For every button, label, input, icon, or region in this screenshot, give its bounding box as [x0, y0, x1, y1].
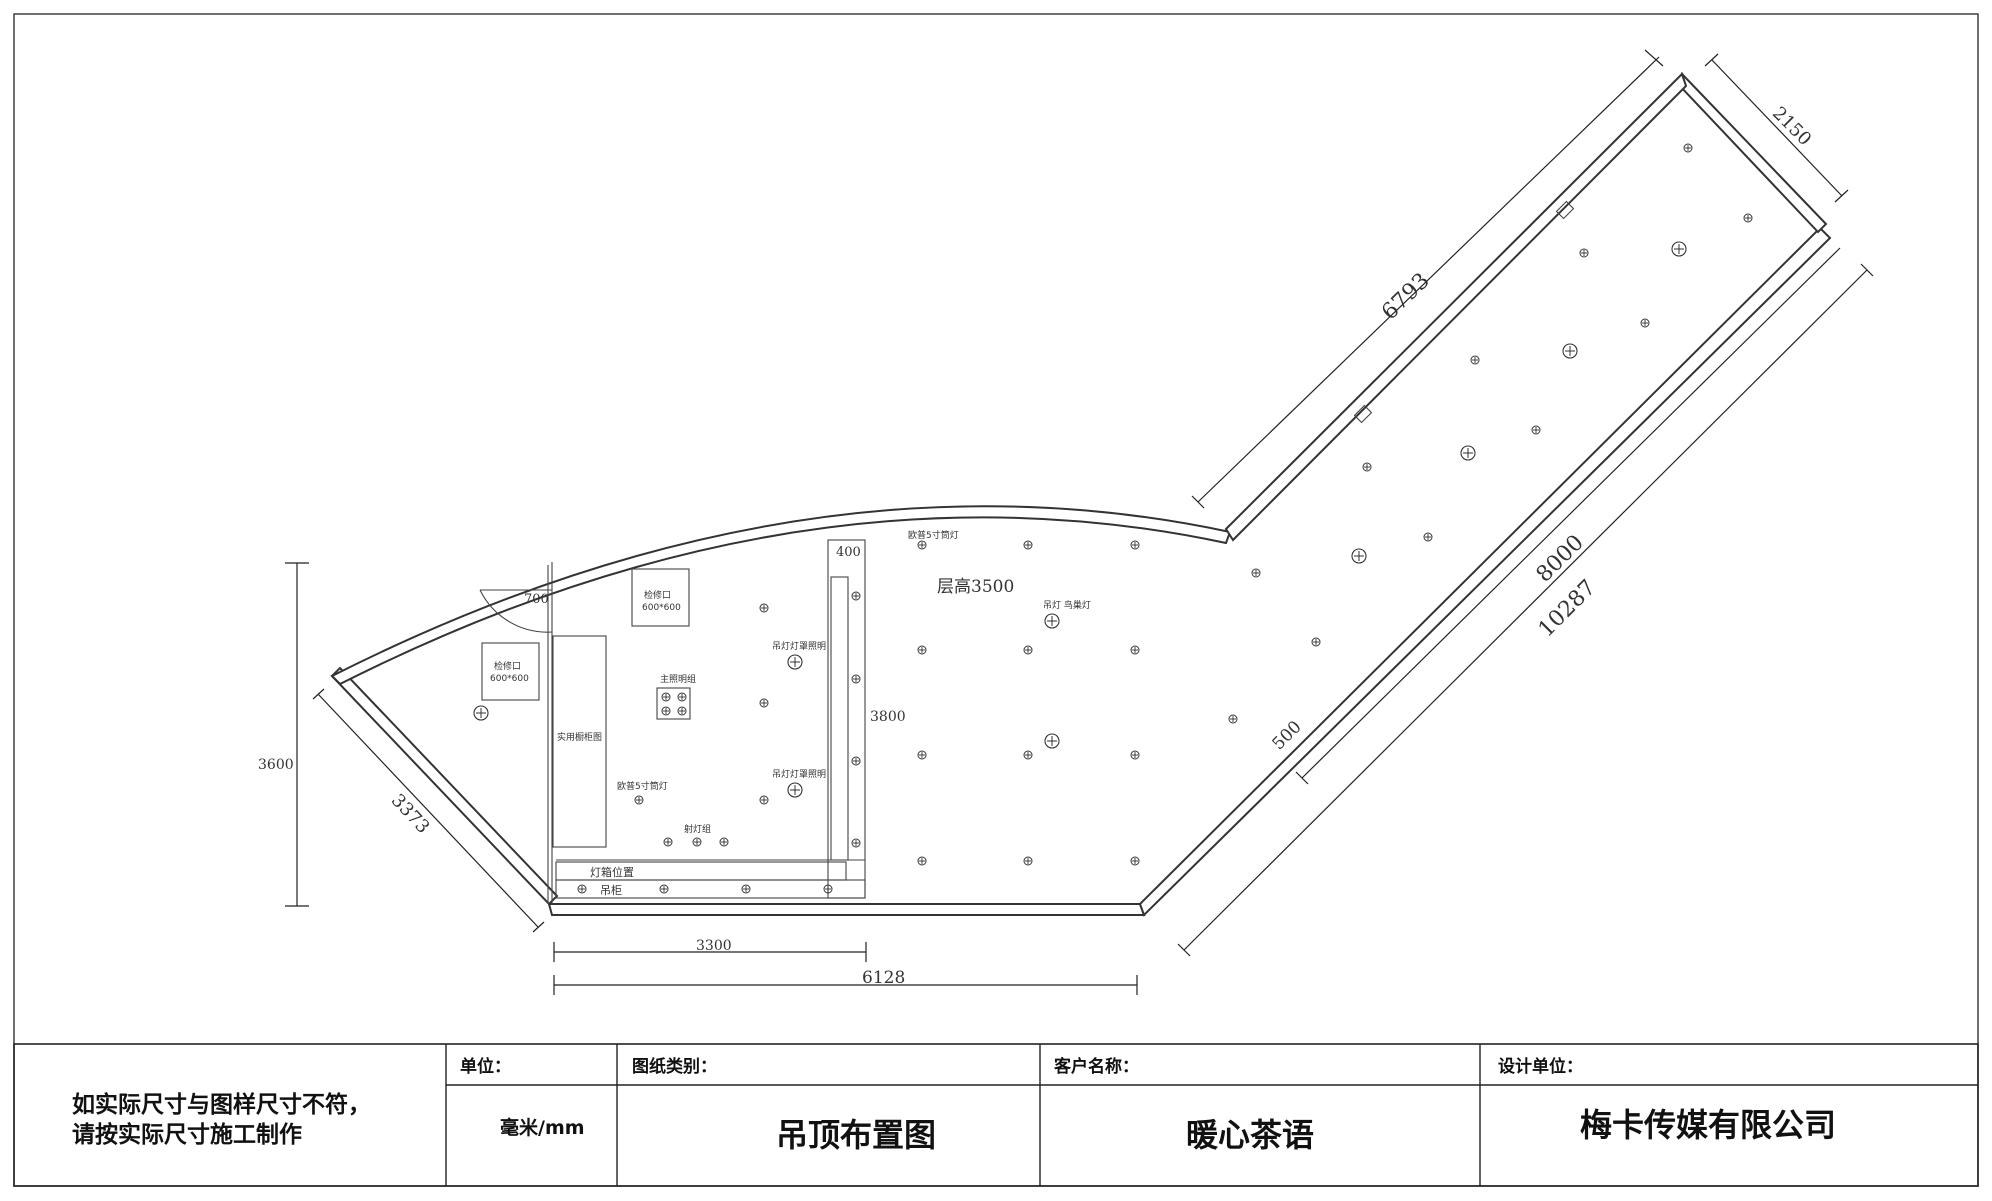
downlight-1-label: 欧普5寸筒灯 [908, 529, 959, 541]
access-hatch-1-label: 检修口 [644, 589, 671, 601]
access-hatch-1-size: 600*600 [642, 603, 681, 613]
storage-cabinet-label: 实用橱柜图 [557, 731, 602, 743]
access-hatch-2-label: 检修口 [494, 660, 521, 672]
dim-6128: 6128 [862, 968, 905, 988]
note-line-1: 如实际尺寸与图样尺寸不符， [72, 1091, 371, 1118]
drawing-type-label: 图纸类别： [632, 1056, 717, 1077]
title-block: 如实际尺寸与图样尺寸不符， 请按实际尺寸施工制作 单位： 毫米/mm 图纸类别：… [13, 1043, 1979, 1187]
pendant-lamp-2-label: 吊灯灯罩照明 [772, 769, 826, 780]
dim-3300: 3300 [696, 938, 732, 954]
designer-value: 梅卡传媒有限公司 [1580, 1106, 1836, 1144]
room-outline [330, 71, 1832, 917]
sheet-border [13, 13, 1979, 1187]
spotlight-group-label: 射灯组 [684, 823, 711, 835]
dim-3800: 3800 [870, 709, 906, 725]
dim-3373: 3373 [387, 790, 434, 838]
interior: 700 实用橱柜图 检修口 600*600 检修口 600*600 400 38… [473, 143, 1753, 904]
pendant-lamp-1-label: 吊灯灯罩照明 [772, 641, 826, 652]
note-line-2: 请按实际尺寸施工制作 [72, 1121, 302, 1148]
drawing-type-value: 吊顶布置图 [776, 1116, 936, 1154]
hanging-cabinet-label: 吊柜 [600, 884, 622, 897]
ceiling-height-label: 层高3500 [937, 577, 1014, 597]
client-label: 客户名称： [1053, 1056, 1139, 1077]
dim-3600: 3600 [258, 757, 294, 773]
unit-label: 单位： [460, 1056, 511, 1077]
designer-label: 设计单位： [1498, 1056, 1583, 1077]
dim-400: 400 [836, 545, 861, 560]
unit-value: 毫米/mm [500, 1116, 585, 1139]
downlight-2-label: 欧普5寸筒灯 [617, 780, 668, 792]
pendant-bird-label: 吊灯 鸟巢灯 [1043, 599, 1091, 611]
dim-700: 700 [524, 592, 549, 607]
dim-10287: 10287 [1534, 575, 1601, 642]
access-hatch-2-size: 600*600 [490, 674, 529, 684]
main-lighting-label: 主照明组 [660, 673, 696, 685]
dim-6793: 6793 [1377, 268, 1435, 325]
client-value: 暖心茶语 [1186, 1116, 1314, 1154]
lightbox-position-label: 灯箱位置 [590, 865, 634, 879]
